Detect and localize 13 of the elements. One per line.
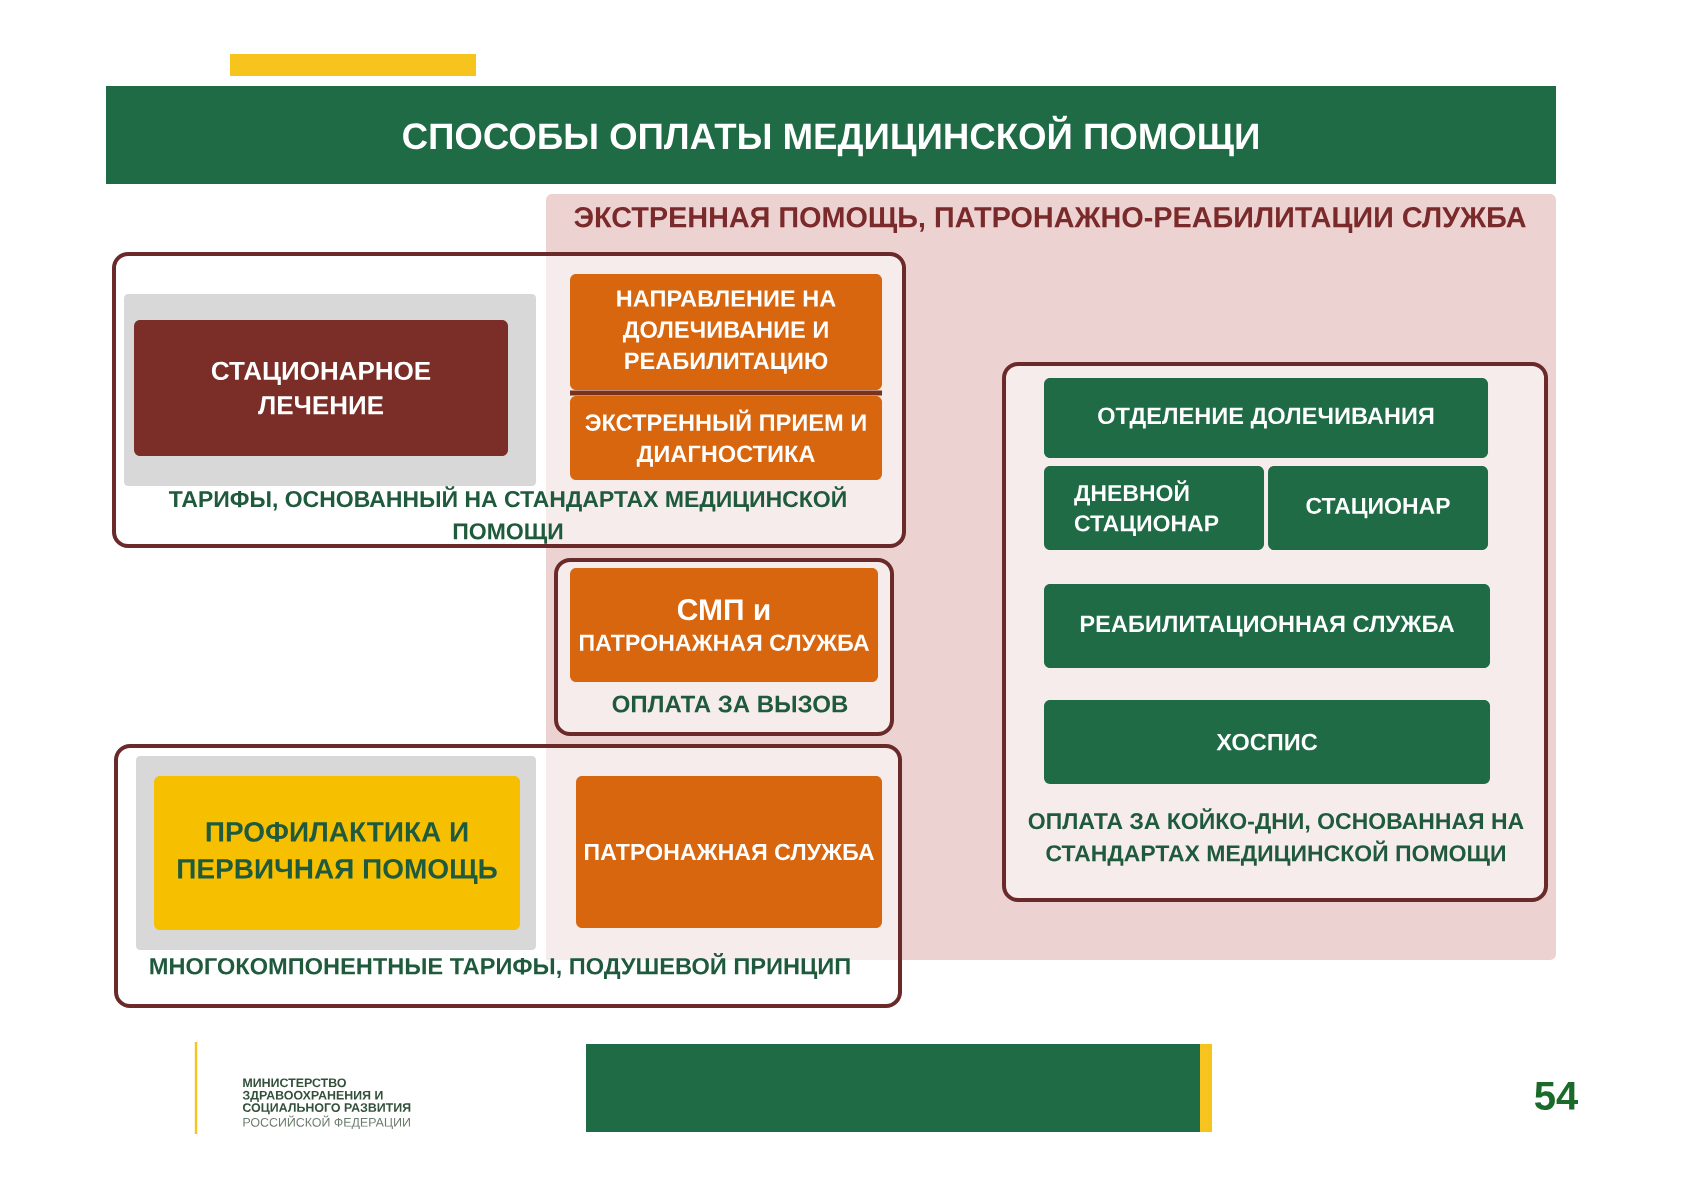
category-box: ЭКСТРЕННЫЙ ПРИЕМ И ДИАГНОСТИКА [570, 396, 882, 480]
title-banner: СПОСОБЫ ОПЛАТЫ МЕДИЦИНСКОЙ ПОМОЩИ [106, 86, 1556, 184]
category-box: ПАТРОНАЖНАЯ СЛУЖБА [576, 776, 882, 928]
category-box: НАПРАВЛЕНИЕ НА ДОЛЕЧИВАНИЕ И РЕАБИЛИТАЦИЮ [570, 274, 882, 390]
category-box: ХОСПИС [1044, 700, 1490, 784]
category-box: ОТДЕЛЕНИЕ ДОЛЕЧИВАНИЯ [1044, 378, 1488, 458]
page-number: 54 [1535, 1082, 1579, 1110]
category-box: ПРОФИЛАКТИКА И ПЕРВИЧНАЯ ПОМОЩЬ [154, 776, 520, 930]
category-box: СМП и ПАТРОНАЖНАЯ СЛУЖБА [570, 568, 878, 682]
category-box: ДНЕВНОЙ СТАЦИОНАР [1044, 466, 1264, 550]
category-box: СТАЦИОНАР [1268, 466, 1488, 550]
category-box: РЕАБИЛИТАЦИОННАЯ СЛУЖБА [1044, 584, 1490, 668]
category-box: СТАЦИОНАРНОЕ ЛЕЧЕНИЕ [134, 320, 508, 456]
